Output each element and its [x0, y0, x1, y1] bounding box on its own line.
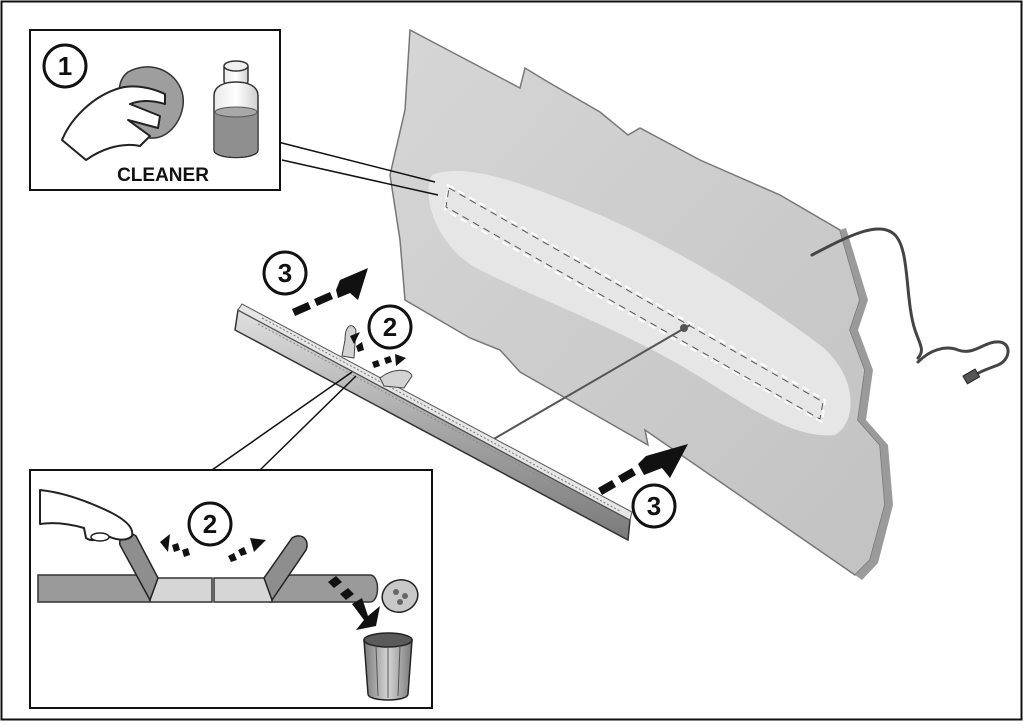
cleaner-label: CLEANER	[117, 165, 209, 186]
step1-number: 1	[58, 51, 72, 81]
trash-arrows	[328, 576, 380, 630]
step3-arrow-right: 3	[598, 444, 688, 529]
step2-number-bar: 2	[383, 312, 397, 342]
liner-right	[263, 535, 308, 602]
alignment-point	[680, 324, 688, 332]
step2-detail-arrows	[160, 534, 266, 562]
step2-detail-panel: 2	[29, 469, 433, 709]
step3-number-right: 3	[647, 491, 661, 521]
step2-arrow-bar: 2	[350, 304, 413, 368]
callout-line-2b	[259, 375, 357, 471]
power-cable	[810, 227, 1010, 385]
trash-can-icon	[363, 579, 419, 701]
detail-tape-right	[213, 577, 273, 603]
cleaner-bottle-icon	[213, 60, 259, 159]
light-bar	[234, 303, 633, 542]
alignment-line	[491, 324, 691, 441]
step3-arrow-left: 3	[262, 250, 368, 316]
callout-line-2a	[211, 371, 353, 471]
step2-badge-bar	[367, 304, 413, 350]
tv-back-panel	[389, 28, 893, 580]
detail-tape-left	[149, 577, 213, 603]
callout-line-1b	[281, 159, 439, 196]
step1-badge	[42, 43, 88, 89]
wall-edge	[840, 228, 893, 580]
hand-wiping-icon	[61, 66, 184, 161]
callout-line-1a	[277, 141, 436, 183]
step1-panel: 1 CLEANER	[29, 29, 281, 191]
mounting-area-outline	[443, 183, 827, 424]
bar-texture-2	[257, 323, 619, 519]
step2-badge-detail	[187, 501, 233, 547]
step3-badge-left	[262, 250, 308, 296]
step3-badge-right	[631, 483, 677, 529]
detail-bar-left	[37, 574, 151, 603]
step3-number-left: 3	[278, 258, 292, 288]
mounting-area-dashes	[445, 187, 824, 420]
bar-peel-tabs	[341, 325, 413, 389]
hand-peeling-icon	[39, 489, 134, 542]
step2-number-detail: 2	[203, 509, 217, 539]
